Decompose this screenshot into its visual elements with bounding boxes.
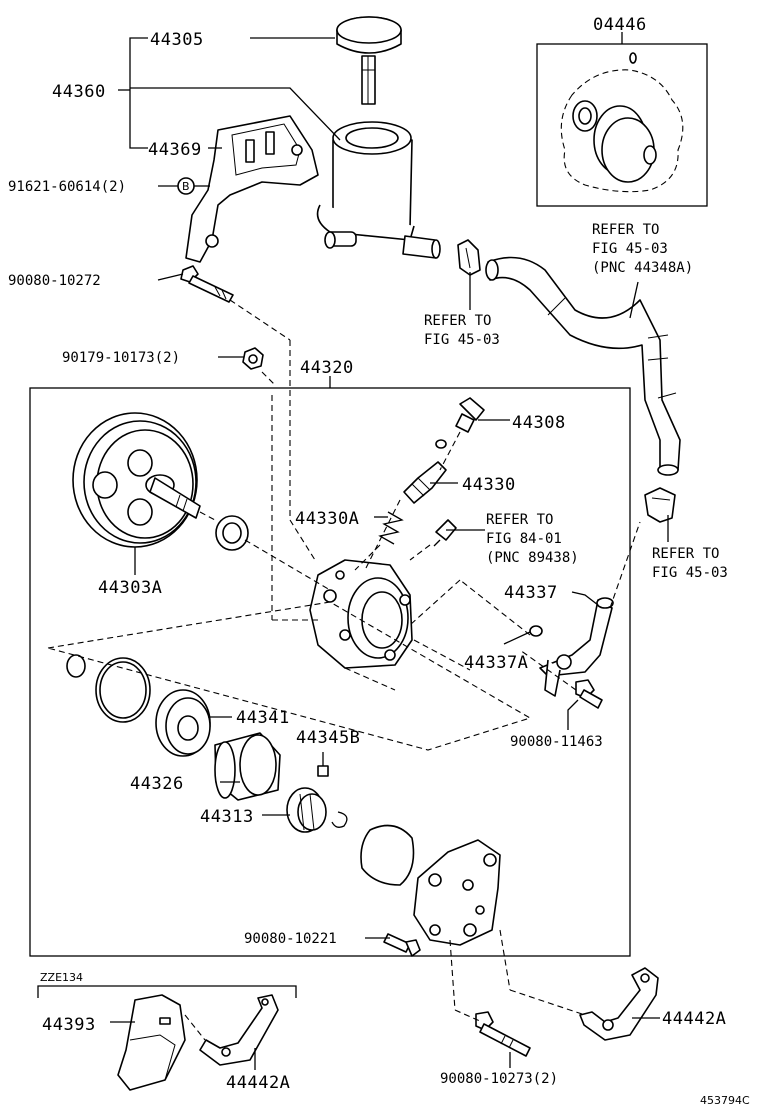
label-44330A: 44330A <box>295 509 359 529</box>
seal-kit-contents <box>560 52 684 193</box>
label-44303A: 44303A <box>98 578 162 598</box>
label-44337: 44337 <box>504 583 558 603</box>
pump-rear-housing <box>413 839 501 946</box>
ref-sensor-line2: FIG 84-01 <box>486 531 562 547</box>
snap-ring <box>331 811 348 828</box>
ref-clamp-line2: FIG 45-03 <box>424 332 500 348</box>
pump-front-housing <box>309 559 413 669</box>
vane-44345B <box>317 765 329 777</box>
hose-clamp-right <box>644 487 676 523</box>
ref-clamp-line1: REFER TO <box>424 313 491 329</box>
assembly-dashed-lines <box>47 299 641 1041</box>
oring-large <box>66 654 151 723</box>
label-44442A-left: 44442A <box>226 1073 290 1093</box>
label-44369: 44369 <box>148 140 202 160</box>
bolt-90080-11463 <box>575 679 603 709</box>
pulley <box>72 412 201 548</box>
bolt-marker-circle <box>177 177 195 195</box>
ref-right-line1: REFER TO <box>652 546 719 562</box>
rotor-44313 <box>286 787 327 833</box>
ref-hose-top-line3: (PNC 44348A) <box>592 260 693 276</box>
outlet-pipe-44337 <box>539 597 614 697</box>
label-44337A: 44337A <box>464 653 528 673</box>
variant-bracket <box>37 985 297 998</box>
bracket-44442A-left <box>199 994 279 1066</box>
leader-lines <box>110 32 669 1070</box>
cover-44393 <box>117 994 186 1091</box>
label-44442A-right: 44442A <box>662 1009 726 1029</box>
label-44326: 44326 <box>130 774 184 794</box>
label-44320: 44320 <box>300 358 354 378</box>
bolt-90080-10272 <box>180 265 234 303</box>
label-44305: 44305 <box>150 30 204 50</box>
label-44341: 44341 <box>236 708 290 728</box>
side-plate-44341 <box>155 689 211 757</box>
nut-90179-10173 <box>242 347 264 370</box>
label-44330: 44330 <box>462 475 516 495</box>
hose-clamp-top <box>457 239 481 276</box>
cam-ring-44326 <box>214 732 281 801</box>
bracket-44442A-right <box>579 967 659 1041</box>
pressure-sensor <box>433 519 457 547</box>
return-hose <box>485 256 681 476</box>
valve-spring <box>378 511 404 545</box>
ref-sensor-line3: (PNC 89438) <box>486 550 579 566</box>
reservoir-bracket <box>185 115 319 263</box>
ref-hose-top-line2: FIG 45-03 <box>592 241 668 257</box>
oring-small <box>435 439 447 449</box>
rear-gasket <box>360 824 415 886</box>
label-44345B: 44345B <box>296 728 360 748</box>
ref-hose-top-line1: REFER TO <box>592 222 659 238</box>
bolt-marker-letter: B <box>182 180 190 193</box>
flow-control-valve <box>403 461 447 504</box>
oring-44337A <box>529 625 543 637</box>
label-90179-10173: 90179-10173(2) <box>62 350 180 366</box>
drawing-id: 453794C <box>700 1094 750 1107</box>
label-90080-10273: 90080-10273(2) <box>440 1071 558 1087</box>
reservoir-cap <box>336 16 402 105</box>
oil-seal <box>215 515 249 551</box>
reservoir-tank <box>316 121 441 259</box>
label-44360: 44360 <box>52 82 106 102</box>
label-44308: 44308 <box>512 413 566 433</box>
label-44393: 44393 <box>42 1015 96 1035</box>
ref-right-line2: FIG 45-03 <box>652 565 728 581</box>
label-90080-10272: 90080-10272 <box>8 273 101 289</box>
variant-label: ZZE134 <box>40 971 83 984</box>
label-44313: 44313 <box>200 807 254 827</box>
label-90080-10221: 90080-10221 <box>244 931 337 947</box>
bolt-90080-10273 <box>475 1011 531 1057</box>
label-91621-60614: 91621-60614(2) <box>8 179 126 195</box>
label-04446: 04446 <box>593 15 647 35</box>
ref-sensor-line1: REFER TO <box>486 512 553 528</box>
union-fitting-44308 <box>455 397 485 433</box>
label-90080-11463: 90080-11463 <box>510 734 603 750</box>
bolt-90080-10221 <box>383 933 421 957</box>
